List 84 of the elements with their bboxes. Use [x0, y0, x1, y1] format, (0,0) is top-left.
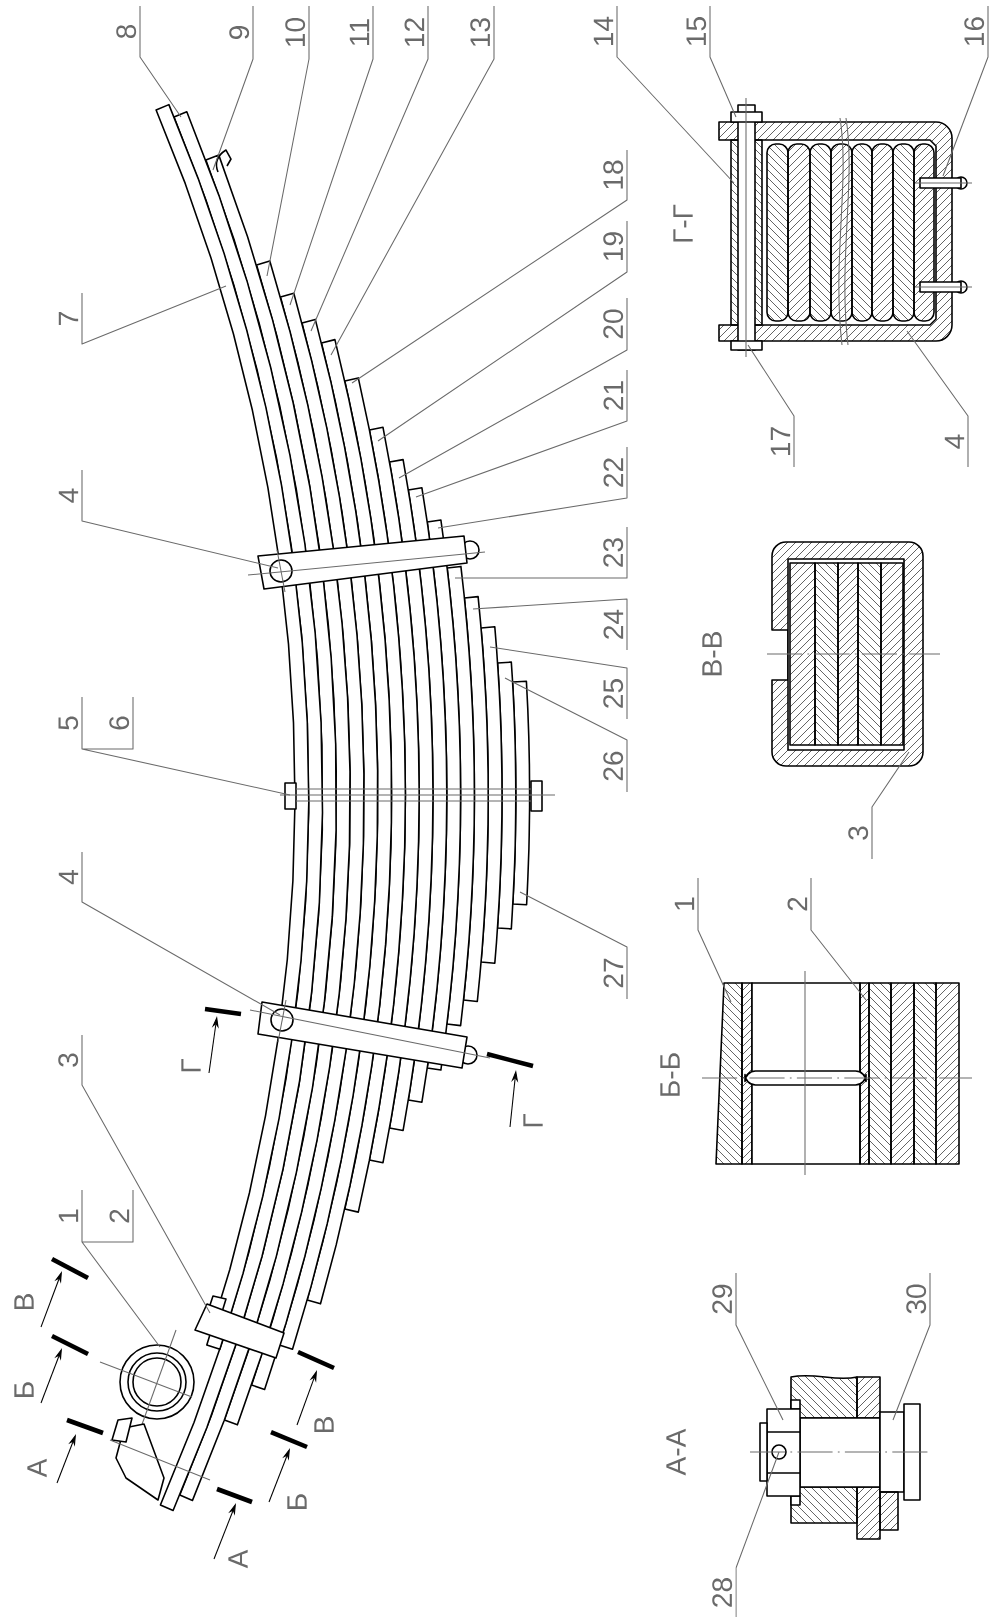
callout-number: 2: [109, 1209, 130, 1223]
leader-line: [906, 330, 969, 468]
section-letter: А: [228, 1549, 248, 1569]
callout-number: 4: [944, 434, 965, 449]
leader-line: [81, 851, 281, 1016]
leader-line: [398, 297, 628, 479]
leader-line: [871, 751, 910, 860]
leader-line: [810, 877, 867, 1001]
callout-number: 30: [906, 1284, 927, 1314]
leader-line: [709, 5, 737, 118]
leader-line: [697, 877, 732, 1003]
clamp-band: [247, 535, 486, 593]
leader-line: [81, 1189, 161, 1348]
section-letter: В: [14, 1294, 34, 1310]
callout-number: 28: [712, 1578, 733, 1607]
section-letter: А: [27, 1458, 47, 1478]
callout-number: 4: [58, 488, 79, 503]
callout-number: 9: [229, 26, 250, 39]
callout-number: 23: [603, 538, 624, 567]
callout-number: 3: [58, 1053, 79, 1067]
leader-line: [81, 469, 279, 569]
leader-line: [212, 5, 254, 171]
center-bolt: [279, 780, 556, 812]
leader-line: [437, 446, 628, 529]
section-letter: В: [314, 1417, 334, 1433]
callout-number: 2: [787, 897, 808, 911]
section-letter: Г: [181, 1058, 201, 1072]
leader-line: [519, 891, 628, 1000]
callout-number: 15: [686, 17, 707, 45]
callout-number: 10: [285, 18, 306, 46]
callout-number: 3: [848, 826, 869, 840]
callout-number: 14: [593, 16, 614, 45]
section-title: В-В: [702, 632, 722, 676]
leader-line: [747, 344, 795, 468]
section-title: Г-Г: [673, 204, 693, 242]
leader-line: [330, 5, 495, 356]
callout-number: 25: [603, 679, 624, 708]
leader-line: [489, 646, 628, 720]
callout-number: 1: [674, 897, 695, 910]
callout-number: 13: [470, 18, 491, 46]
leader-line: [415, 369, 628, 498]
leader-line: [892, 1272, 931, 1421]
callout-number: 8: [116, 24, 137, 39]
section-letter: Б: [287, 1494, 307, 1509]
callout-number: 19: [603, 232, 624, 260]
leader-line: [377, 220, 628, 442]
leader-line: [616, 5, 735, 184]
leader-line: [351, 149, 628, 384]
callout-number: 21: [603, 381, 624, 410]
leader-line: [289, 5, 374, 306]
section-letter: Г: [523, 1113, 543, 1127]
callout-number: 5: [58, 716, 79, 730]
callout-number: 22: [603, 458, 624, 487]
leader-line: [504, 677, 628, 793]
section-title: Б-Б: [660, 1053, 680, 1096]
callout-number: 4: [58, 870, 79, 885]
leader-line: [942, 5, 989, 177]
leader-line: [81, 1034, 211, 1314]
callout-number: 16: [964, 17, 985, 45]
callout-number: 24: [603, 609, 624, 639]
clamp: [194, 1295, 285, 1359]
callout-number: 26: [603, 751, 624, 781]
leader-line: [735, 1451, 780, 1617]
callout-number: 17: [770, 427, 791, 455]
section-title: А-А: [666, 1428, 686, 1476]
leader-line: [310, 5, 429, 332]
callout-number: 11: [349, 19, 370, 45]
leader-line: [454, 526, 628, 579]
leader-line: [139, 5, 182, 118]
leader-line: [81, 696, 291, 796]
leader-line: [81, 285, 227, 345]
callout-number: 20: [603, 309, 624, 339]
callout-number: 1: [58, 1209, 79, 1222]
callout-number: 18: [603, 160, 624, 189]
leader-line: [266, 5, 310, 277]
leader-line: [735, 1272, 784, 1421]
clamp-band: [249, 999, 491, 1069]
leader-line: [472, 598, 628, 651]
callout-number: 6: [109, 716, 130, 730]
callout-number: 7: [58, 312, 79, 325]
section-letter: Б: [14, 1382, 34, 1397]
callout-number: 29: [712, 1284, 733, 1314]
callout-number: 27: [603, 958, 624, 988]
callout-number: 12: [404, 18, 425, 46]
